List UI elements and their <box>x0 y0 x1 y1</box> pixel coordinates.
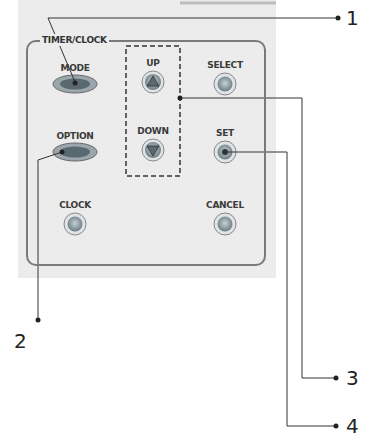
callout-number: 4 <box>346 415 359 437</box>
callout-number: 3 <box>346 367 359 389</box>
button-label: MODE <box>60 63 89 74</box>
button-label: SELECT <box>207 60 242 71</box>
button-label: DOWN <box>137 126 168 137</box>
button-label: UP <box>146 58 159 69</box>
callout-number: 2 <box>14 330 27 352</box>
button-label: CLOCK <box>59 200 91 211</box>
control-panel: TIMER/CLOCK <box>26 40 266 266</box>
callout-number: 1 <box>346 7 359 29</box>
button-label: CANCEL <box>206 200 244 211</box>
button-label: OPTION <box>56 131 93 142</box>
button-label: SET <box>216 128 234 139</box>
panel-title: TIMER/CLOCK <box>40 34 109 46</box>
